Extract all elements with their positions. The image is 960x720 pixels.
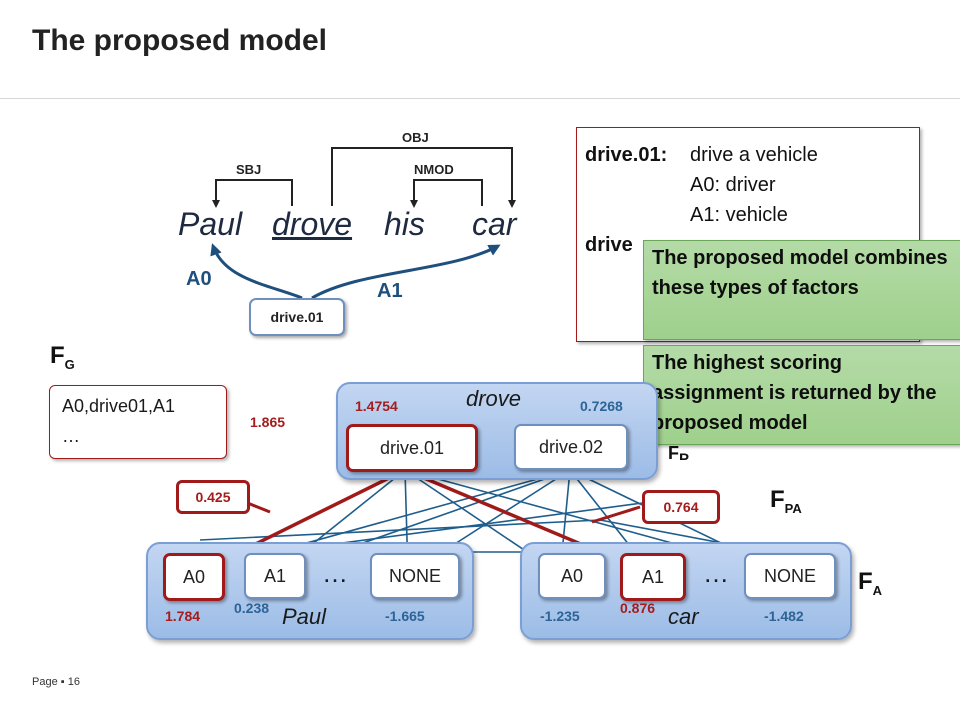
predicate-node: drive.01 [249,298,345,336]
factor-label-fp: FP [668,446,690,460]
factor-label-fpa: FPA [770,486,802,516]
title-divider [0,98,960,99]
sense1-gloss: drive a vehicle [690,144,818,166]
sense2-id: drive [585,234,633,256]
global-factor-box: A0,drive01,A1 … [49,385,227,459]
arg-group-word-paul: Paul [282,604,327,629]
arg-score-car-a0: -1.235 [540,608,580,624]
dep-arc-sbj [212,179,293,208]
pair-score-left: 0.425 [176,480,250,514]
predicate-score-drive02: 0.7268 [580,398,623,414]
dep-arc-obj [331,147,516,208]
word-his: his [384,206,425,242]
word-car: car [472,206,517,242]
arg-score-paul-a0: 1.784 [165,608,201,624]
srl-label-a1: A1 [377,280,403,302]
global-factor-line2: … [62,426,80,446]
role-a1: A1: vehicle [690,204,788,226]
dep-arc-nmod [410,179,483,208]
arg-group-word-car: car [668,604,699,629]
dep-label-sbj: SBJ [236,162,262,177]
dep-label-nmod: NMOD [414,162,454,177]
srl-arc-a1 [311,244,501,300]
page-footer: Page ▪ 16 [32,676,80,688]
pair-score-right: 0.764 [642,490,720,524]
page-label: Page [32,676,58,688]
predicate-node-drive02: drive.02 [514,424,628,470]
callout-combine: The proposed model combines these types … [643,240,960,340]
global-factor-line1: A0,drive01,A1 [62,396,176,416]
predicate-node-drive01: drive.01 [346,424,478,472]
arg-node-paul-a0: A0 [163,553,225,601]
arg-node-car-a0: A0 [538,553,606,599]
page-title: The proposed model [32,24,328,57]
arg-node-paul-a1: A1 [244,553,306,599]
global-score: 1.865 [250,414,286,430]
sense1-id: drive.01: [585,144,668,166]
factor-label-fa: FA [858,568,883,598]
arg-ellipsis-paul: … [322,558,348,588]
footer-bullet: ▪ [60,676,65,688]
predicate-group-word: drove [466,386,522,411]
arg-ellipsis-car: … [703,558,729,588]
callout-highest: The highest scoring assignment is return… [643,345,960,445]
factor-label-fg: FG [50,342,75,372]
word-paul: Paul [178,206,243,242]
arg-score-car-a1: 0.876 [620,600,656,616]
page-number: 16 [67,676,80,688]
arg-node-car-none: NONE [744,553,836,599]
arg-score-paul-a1: 0.238 [234,600,270,616]
arg-score-car-none: -1.482 [764,608,804,624]
arg-score-paul-none: -1.665 [385,608,425,624]
arg-node-paul-none: NONE [370,553,460,599]
role-a0: A0: driver [690,174,776,196]
word-drove: drove [272,206,353,242]
predicate-score-drive01: 1.4754 [355,398,398,414]
srl-label-a0: A0 [186,268,212,290]
arg-node-car-a1: A1 [620,553,686,601]
dep-label-obj: OBJ [402,130,429,145]
srl-arc-a0 [210,243,303,300]
